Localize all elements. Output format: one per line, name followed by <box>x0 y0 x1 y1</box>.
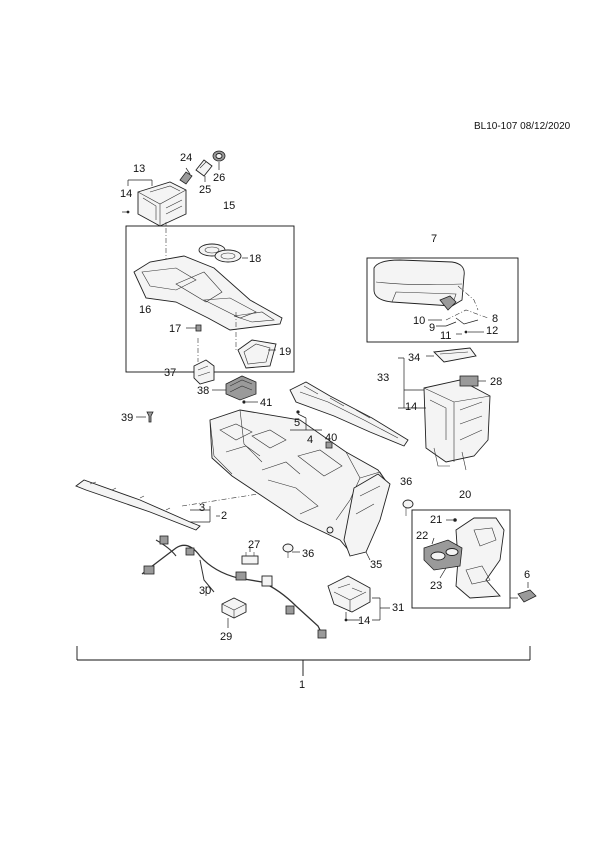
callout-11: 11 <box>440 330 451 342</box>
callout-39: 39 <box>121 412 133 424</box>
callout-3: 3 <box>199 502 205 514</box>
callout-5: 5 <box>294 417 300 429</box>
callout-37: 37 <box>164 367 176 379</box>
control-module-31 <box>327 575 371 613</box>
callout-18: 18 <box>249 253 261 265</box>
fastener-36-lower <box>282 543 294 558</box>
callout-13: 13 <box>133 163 145 175</box>
tray-19 <box>237 339 277 369</box>
callout-6: 6 <box>524 569 530 581</box>
clip-39 <box>146 411 154 423</box>
callout-4: 4 <box>307 434 313 446</box>
callout-19: 19 <box>279 346 291 358</box>
callout-31: 31 <box>392 602 404 614</box>
callout-9: 9 <box>429 322 435 334</box>
module-38 <box>225 375 257 401</box>
callout-36-right: 36 <box>400 476 412 488</box>
latch-10 <box>439 295 457 311</box>
callout-1: 1 <box>299 679 305 691</box>
group-frame-7 <box>366 257 519 343</box>
callout-8: 8 <box>492 313 498 325</box>
cupholder-insert-18 <box>198 243 242 263</box>
clip-17 <box>195 324 202 332</box>
callout-16: 16 <box>139 304 151 316</box>
side-panel-35 <box>343 473 391 557</box>
relay-27 <box>241 552 259 565</box>
side-rail-2 <box>75 479 201 531</box>
screw-14-lower <box>344 618 348 622</box>
callout-28: 28 <box>490 376 502 388</box>
shifter-37 <box>193 359 215 385</box>
lid-34 <box>433 347 477 363</box>
callout-41: 41 <box>260 397 272 409</box>
callout-17: 17 <box>169 323 181 335</box>
module-29 <box>221 597 247 619</box>
connector-28 <box>459 375 479 387</box>
callout-2: 2 <box>221 510 227 522</box>
trim-4 <box>289 381 409 447</box>
callout-14-lower: 14 <box>358 615 370 627</box>
callout-27: 27 <box>248 539 260 551</box>
callout-15: 15 <box>223 200 235 212</box>
screw-12 <box>464 330 468 334</box>
callout-7: 7 <box>431 233 437 245</box>
callout-14-bin: 14 <box>405 401 417 413</box>
callout-33: 33 <box>377 372 389 384</box>
callout-23: 23 <box>430 580 442 592</box>
socket-26 <box>212 150 226 162</box>
wiring-harness-30 <box>141 535 327 639</box>
callout-10: 10 <box>413 315 425 327</box>
switch-6 <box>517 589 537 603</box>
storage-module-13 <box>137 181 187 227</box>
callout-34: 34 <box>408 352 420 364</box>
callout-12: 12 <box>486 325 498 337</box>
callout-25: 25 <box>199 184 211 196</box>
callout-29: 29 <box>220 631 232 643</box>
callout-26: 26 <box>213 172 225 184</box>
trim-panel-20 <box>455 517 505 599</box>
callout-14-top: 14 <box>120 188 132 200</box>
assembly-bracket-1 <box>76 646 531 676</box>
callout-21: 21 <box>430 514 442 526</box>
callout-36-lower: 36 <box>302 548 314 560</box>
fastener-36-right <box>402 499 414 516</box>
callout-35: 35 <box>370 559 382 571</box>
screw-5 <box>296 410 300 414</box>
group-frame-20 <box>411 509 511 609</box>
console-trim-16 <box>133 255 283 331</box>
callout-40: 40 <box>325 432 337 444</box>
callout-38: 38 <box>197 385 209 397</box>
cupholder-22 <box>423 539 463 571</box>
screw-21 <box>453 518 457 522</box>
drawing-reference: BL10-107 08/12/2020 <box>474 121 571 132</box>
switch-25 <box>195 159 213 177</box>
callout-22: 22 <box>416 530 428 542</box>
callout-20: 20 <box>459 489 471 501</box>
callout-30: 30 <box>199 585 211 597</box>
clip-40 <box>325 441 333 449</box>
callout-24: 24 <box>180 152 192 164</box>
switch-24 <box>179 171 193 185</box>
storage-bin-33 <box>423 379 491 471</box>
screw-41 <box>242 400 246 404</box>
